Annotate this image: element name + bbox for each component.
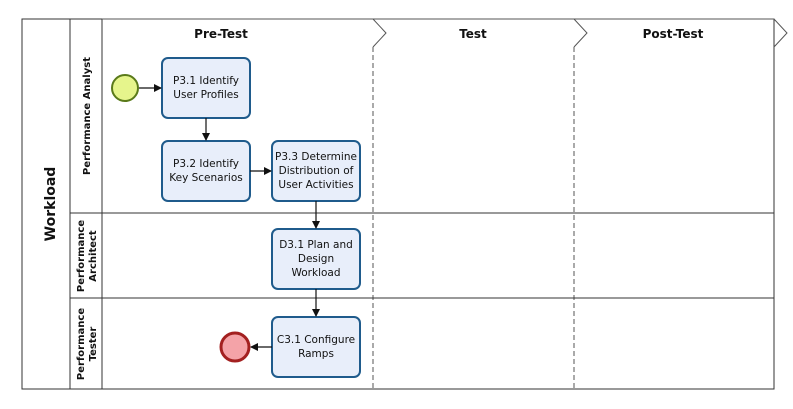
task-label: P3.1 Identify — [173, 75, 239, 87]
lane-label-performance-tester-line-1: Performance — [76, 308, 87, 380]
task-label: Workload — [291, 267, 340, 279]
lane-label-performance-tester-line-2: Tester — [88, 327, 99, 362]
task-p3-1[interactable]: P3.1 Identify User Profiles — [161, 57, 251, 119]
task-p3-2[interactable]: P3.2 Identify Key Scenarios — [161, 140, 251, 202]
phase-header-outline — [102, 18, 788, 48]
lane-label-performance-architect-line-2: Architect — [88, 230, 99, 282]
task-label: Ramps — [298, 348, 334, 360]
task-c3-1[interactable]: C3.1 Configure Ramps — [271, 316, 361, 378]
task-label: P3.2 Identify — [173, 158, 239, 170]
task-label: Distribution of — [279, 165, 354, 177]
task-label: P3.3 Determine — [275, 151, 357, 163]
task-label: C3.1 Configure — [277, 334, 355, 346]
task-d3-1[interactable]: D3.1 Plan and Design Workload — [271, 228, 361, 290]
phase-header-test: Test — [459, 27, 487, 41]
phase-header-post-test: Post-Test — [643, 27, 704, 41]
task-label: User Activities — [278, 179, 353, 191]
task-label: Key Scenarios — [169, 172, 243, 184]
task-label: User Profiles — [173, 89, 238, 101]
task-label: Design — [298, 253, 334, 265]
task-p3-3[interactable]: P3.3 Determine Distribution of User Acti… — [271, 140, 361, 202]
task-label: D3.1 Plan and — [279, 239, 353, 251]
pool-frame — [21, 18, 775, 390]
end-event[interactable] — [219, 331, 251, 363]
lane-label-performance-architect-line-1: Performance — [76, 220, 87, 292]
phase-header-pre-test: Pre-Test — [194, 27, 248, 41]
pool-label: Workload — [43, 167, 59, 242]
lane-label-performance-analyst: Performance Analyst — [82, 57, 93, 175]
start-event[interactable] — [111, 74, 139, 102]
